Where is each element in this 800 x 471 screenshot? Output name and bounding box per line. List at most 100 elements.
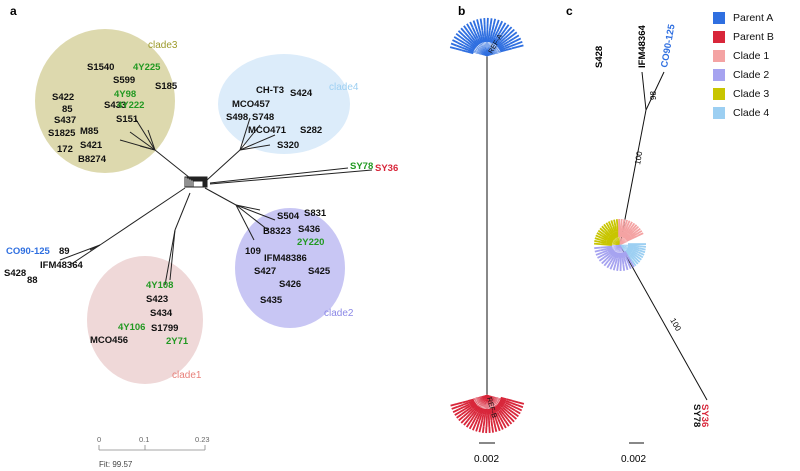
clade2-region xyxy=(235,208,345,328)
legend-label: Clade 2 xyxy=(733,68,770,81)
tree-tip-label: ▬▬▬ xyxy=(617,219,625,238)
tree-tip-label: ▬▬▬▬ xyxy=(486,18,498,43)
clade4-taxon: S748 xyxy=(252,112,274,123)
legend-swatch xyxy=(713,87,725,100)
clade2-taxon: S435 xyxy=(260,295,283,306)
clade3-green-taxon: 4Y98 xyxy=(114,89,136,100)
tree-c-co90: CO90-125 xyxy=(659,23,678,69)
clade4-label: clade4 xyxy=(329,82,359,93)
tree-c-branches xyxy=(619,71,708,401)
tree-panel-b: b ▬▬▬▬▬▬▬▬▬▬▬▬▬▬▬▬▬▬▬▬▬▬▬▬▬▬▬▬▬▬▬▬▬▬▬▬▬▬… xyxy=(449,4,525,465)
clade2-taxon: B8323 xyxy=(263,226,291,237)
clade1-label: clade1 xyxy=(172,370,202,381)
tree-tip-label: ▬▬▬ xyxy=(618,219,628,238)
taxon-ifm48364: IFM48364 xyxy=(40,260,83,271)
legend-item: Parent B xyxy=(713,27,799,46)
clade3-taxon: 85 xyxy=(62,104,73,115)
clade3-taxon: B8274 xyxy=(78,154,107,165)
clade4-region xyxy=(218,54,350,154)
clade2-taxon: S436 xyxy=(298,224,320,235)
tree-tip-label: ▬▬▬ xyxy=(608,220,619,239)
parent-b-fan: ▬▬▬▬▬▬▬▬▬▬▬▬▬▬▬▬▬▬▬▬▬▬▬▬▬▬▬▬▬▬▬▬▬▬▬▬▬▬▬▬… xyxy=(450,394,525,434)
tree-tip-label: ▬▬▬ xyxy=(627,243,646,253)
clade4-taxon: S282 xyxy=(300,125,322,136)
clade2-taxon: S831 xyxy=(304,208,327,219)
network-scale-bar: 0 0.1 0.23 Fit: 99.57 xyxy=(97,435,210,469)
clade2-taxon: IFM48386 xyxy=(264,253,307,264)
legend-item: Clade 2 xyxy=(713,65,799,84)
taxon-89: 89 xyxy=(59,246,70,257)
tree-tip-label: ▬▬▬▬ xyxy=(480,409,489,434)
clade3-taxon: S437 xyxy=(54,115,76,126)
tree-tip-label: ▬▬▬▬ xyxy=(483,409,490,433)
tree-tip-label: ▬▬▬ xyxy=(611,252,622,271)
tree-tip-label: ▬▬▬▬ xyxy=(486,409,493,433)
clade1-region xyxy=(87,256,203,384)
tree-tip-label: ▬▬▬ xyxy=(619,219,630,238)
clade3-taxon: S1825 xyxy=(48,128,76,139)
fit-label: Fit: 99.57 xyxy=(99,460,133,469)
clade1-taxon: MCO456 xyxy=(90,335,128,346)
clade1-taxon: S1799 xyxy=(151,323,178,334)
legend-swatch xyxy=(713,30,725,43)
parent-a-fan: ▬▬▬▬▬▬▬▬▬▬▬▬▬▬▬▬▬▬▬▬▬▬▬▬▬▬▬▬▬▬▬▬▬▬▬▬▬▬▬▬… xyxy=(449,18,524,57)
legend: Parent A Parent B Clade 1 Clade 2 Clade 3 Cla… xyxy=(713,8,799,122)
tree-tip-label: ▬▬▬ xyxy=(618,253,624,271)
clade3-taxon: S421 xyxy=(80,140,103,151)
tree-c-parent-a-black: IFM48364 xyxy=(637,25,648,68)
tree-tip-label: ▬▬▬ xyxy=(594,238,613,247)
clade2-green-taxon: 2Y220 xyxy=(297,237,324,248)
clade2-taxon: S425 xyxy=(308,266,331,277)
clade4-taxon: CH-T3 xyxy=(256,85,284,96)
clade1-taxon: S434 xyxy=(150,308,173,319)
taxon-s428: S428 xyxy=(4,268,26,279)
clade3-taxon: S422 xyxy=(52,92,74,103)
clade3-taxon: S151 xyxy=(116,114,139,125)
taxon-co90-125: CO90-125 xyxy=(6,246,51,257)
bootstrap-2: 100 xyxy=(633,150,644,165)
legend-item: Clade 1 xyxy=(713,46,799,65)
tree-tip-label: ▬▬▬▬ xyxy=(481,18,488,42)
taxon-sy78: SY78 xyxy=(350,161,373,172)
clade3-taxon: S1540 xyxy=(87,62,114,73)
tree-tip-label: ▬▬▬ xyxy=(594,235,613,246)
tree-tip-label: ▬▬▬▬ xyxy=(478,18,487,43)
tree-tip-label: ▬▬▬ xyxy=(594,244,612,252)
panel-label-b: b xyxy=(458,4,465,18)
tree-c-sy36: SY36 xyxy=(699,404,710,427)
tree-c-s428: S428 xyxy=(594,46,605,68)
tree-tip-label: ▬▬▬ xyxy=(594,245,613,255)
tree-tip-label: ▬▬▬ xyxy=(595,246,614,258)
bootstrap-3: 100 xyxy=(668,317,683,334)
clade2-label: clade2 xyxy=(324,308,354,319)
tree-tip-label: ▬▬▬▬ xyxy=(474,19,486,44)
legend-swatch xyxy=(713,106,725,119)
legend-label: Parent A xyxy=(733,11,774,24)
tree-tip-label: ▬▬▬ xyxy=(627,244,646,255)
clade2-taxon: S426 xyxy=(279,279,301,290)
scale-tick-0: 0 xyxy=(97,435,101,444)
tree-tip-label: ▬▬▬ xyxy=(628,241,646,247)
splits-network-panel: a clade3 clade4 clade2 clade1 S1540S599S… xyxy=(4,4,398,469)
bootstrap-1: 98 xyxy=(649,91,658,100)
legend-swatch xyxy=(713,68,725,81)
clade3-taxon: S185 xyxy=(155,81,178,92)
tree-tip-label: ▬▬▬▬ xyxy=(487,408,496,433)
legend-swatch xyxy=(713,49,725,62)
clade3-taxon: 172 xyxy=(57,144,73,155)
legend-label: Parent B xyxy=(733,30,774,43)
panel-label-a: a xyxy=(10,4,17,18)
scale-tick-023: 0.23 xyxy=(195,435,210,444)
tree-tip-label: ▬▬▬ xyxy=(620,252,630,271)
clade3-taxon: S599 xyxy=(113,75,135,86)
tree-tip-label: ▬▬▬ xyxy=(611,219,620,238)
scale-tick-01: 0.1 xyxy=(139,435,149,444)
legend-label: Clade 1 xyxy=(733,49,770,62)
clade3-taxon: S433 xyxy=(104,100,126,111)
tree-tip-label: ▬▬▬▬ xyxy=(485,18,494,43)
clade1-green-taxon: 2Y71 xyxy=(166,336,189,347)
legend-label: Clade 3 xyxy=(733,87,770,100)
legend-item: Clade 4 xyxy=(713,103,799,122)
